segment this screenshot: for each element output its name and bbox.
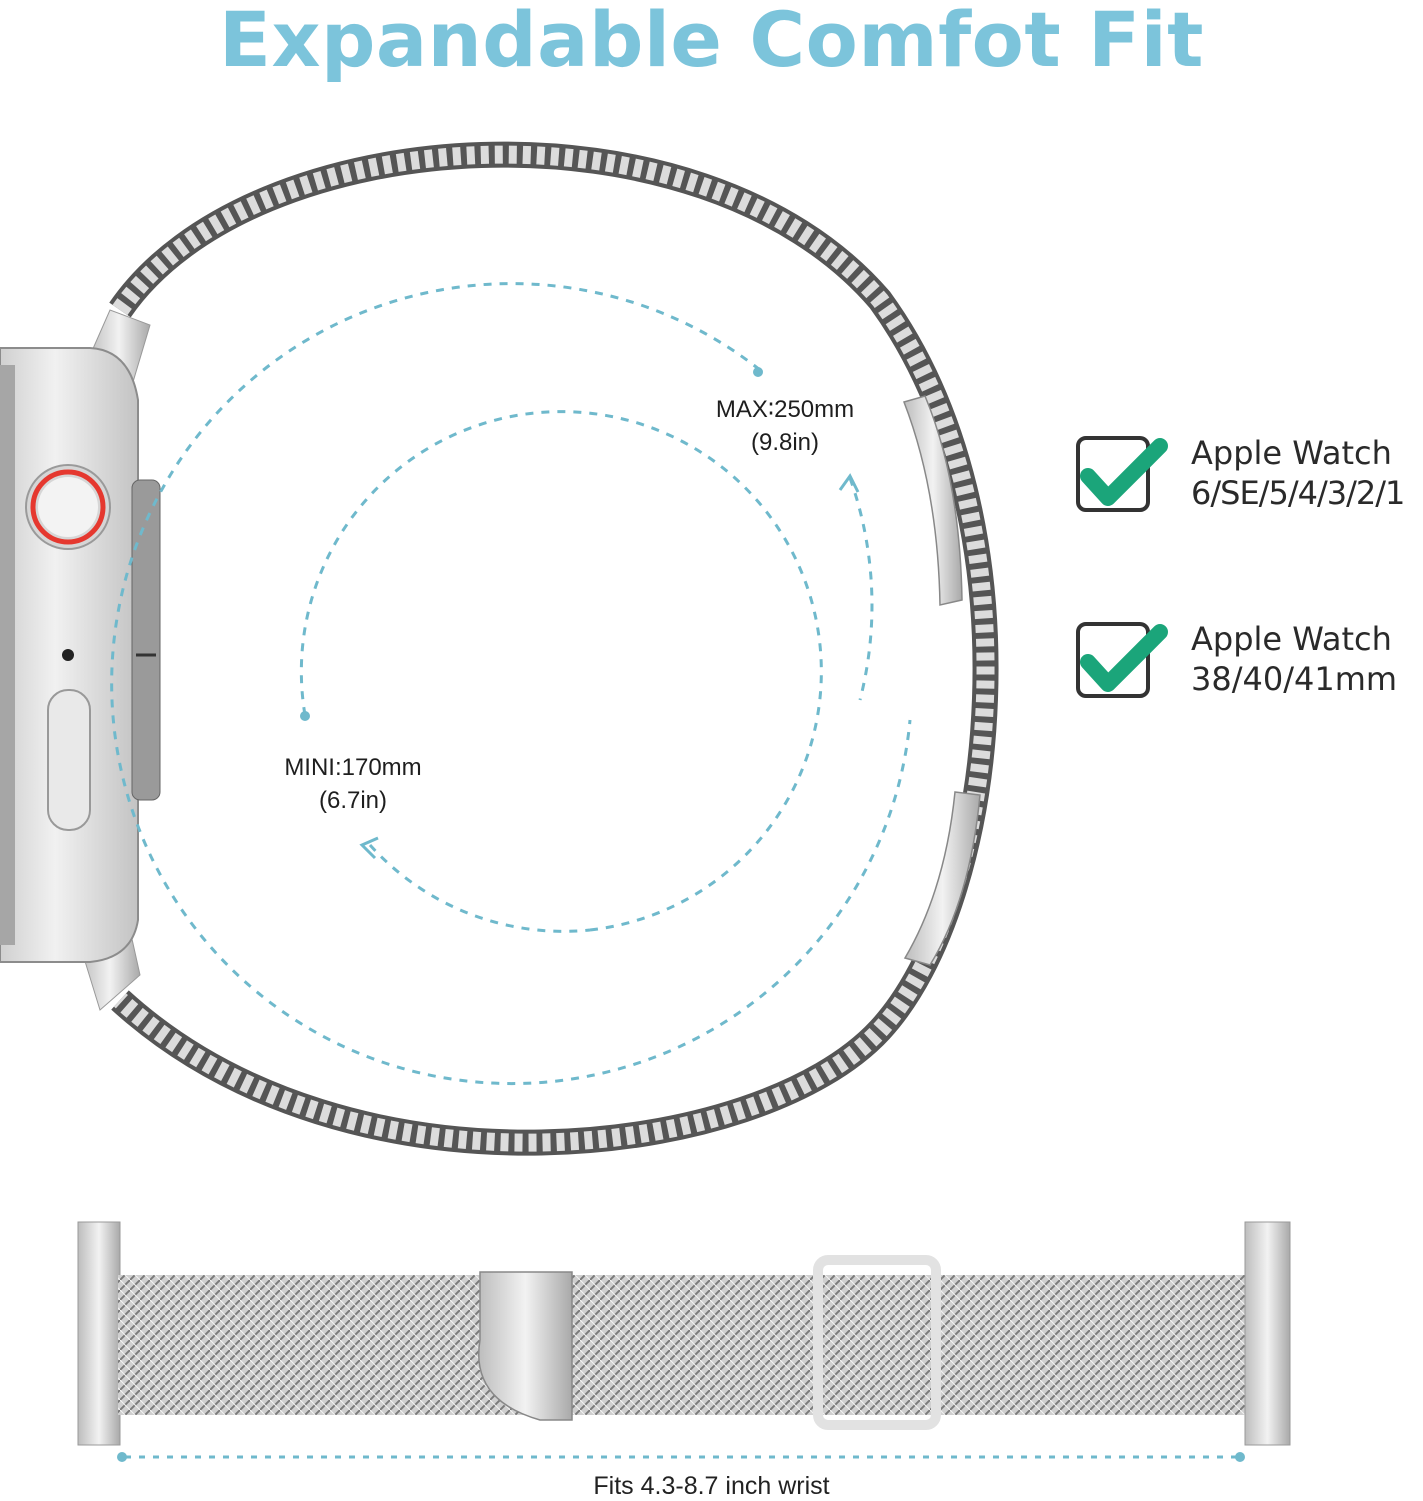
clasp-plate-top [903,395,963,606]
min-dashed-arc [299,410,823,932]
min-length-inches: (6.7in) [318,787,388,814]
max-dashed-arc [110,282,912,1085]
compat-item-2: Apple Watch 38/40/41mm [1191,619,1397,699]
compat-item-1-line1: Apple Watch [1191,434,1392,472]
max-arrow [838,473,860,493]
checkbox-icon-2 [1076,622,1168,698]
max-length-text: MAX∶250mm [715,396,855,423]
flat-band [77,1221,1291,1462]
band-loop [813,1255,941,1430]
compat-item-2-line1: Apple Watch [1191,620,1392,658]
wrist-fit-caption: Fits 4.3-8.7 inch wrist [593,1472,830,1500]
magnetic-clasp [478,1271,573,1421]
microphone-hole [62,649,74,661]
checkbox-icon-1 [1076,436,1168,512]
min-length-label: MINI:170mm (6.7in) [258,751,448,817]
min-arrow [359,836,379,860]
watch-band-loop [109,141,999,1156]
compat-item-2-line2: 38/40/41mm [1191,660,1398,698]
max-length-inches: (9.8in) [750,429,820,456]
compat-item-1-line2: 6/SE/5/4/3/2/1 [1191,474,1405,512]
side-button [47,689,91,831]
min-length-text: MINI:170mm [284,754,422,781]
compat-item-1: Apple Watch 6/SE/5/4/3/2/1 [1191,433,1405,513]
clasp-plate-bottom [903,791,981,966]
max-length-label: MAX∶250mm (9.8in) [690,393,880,459]
page-title: Expandable Comfot Fit [219,0,1204,84]
